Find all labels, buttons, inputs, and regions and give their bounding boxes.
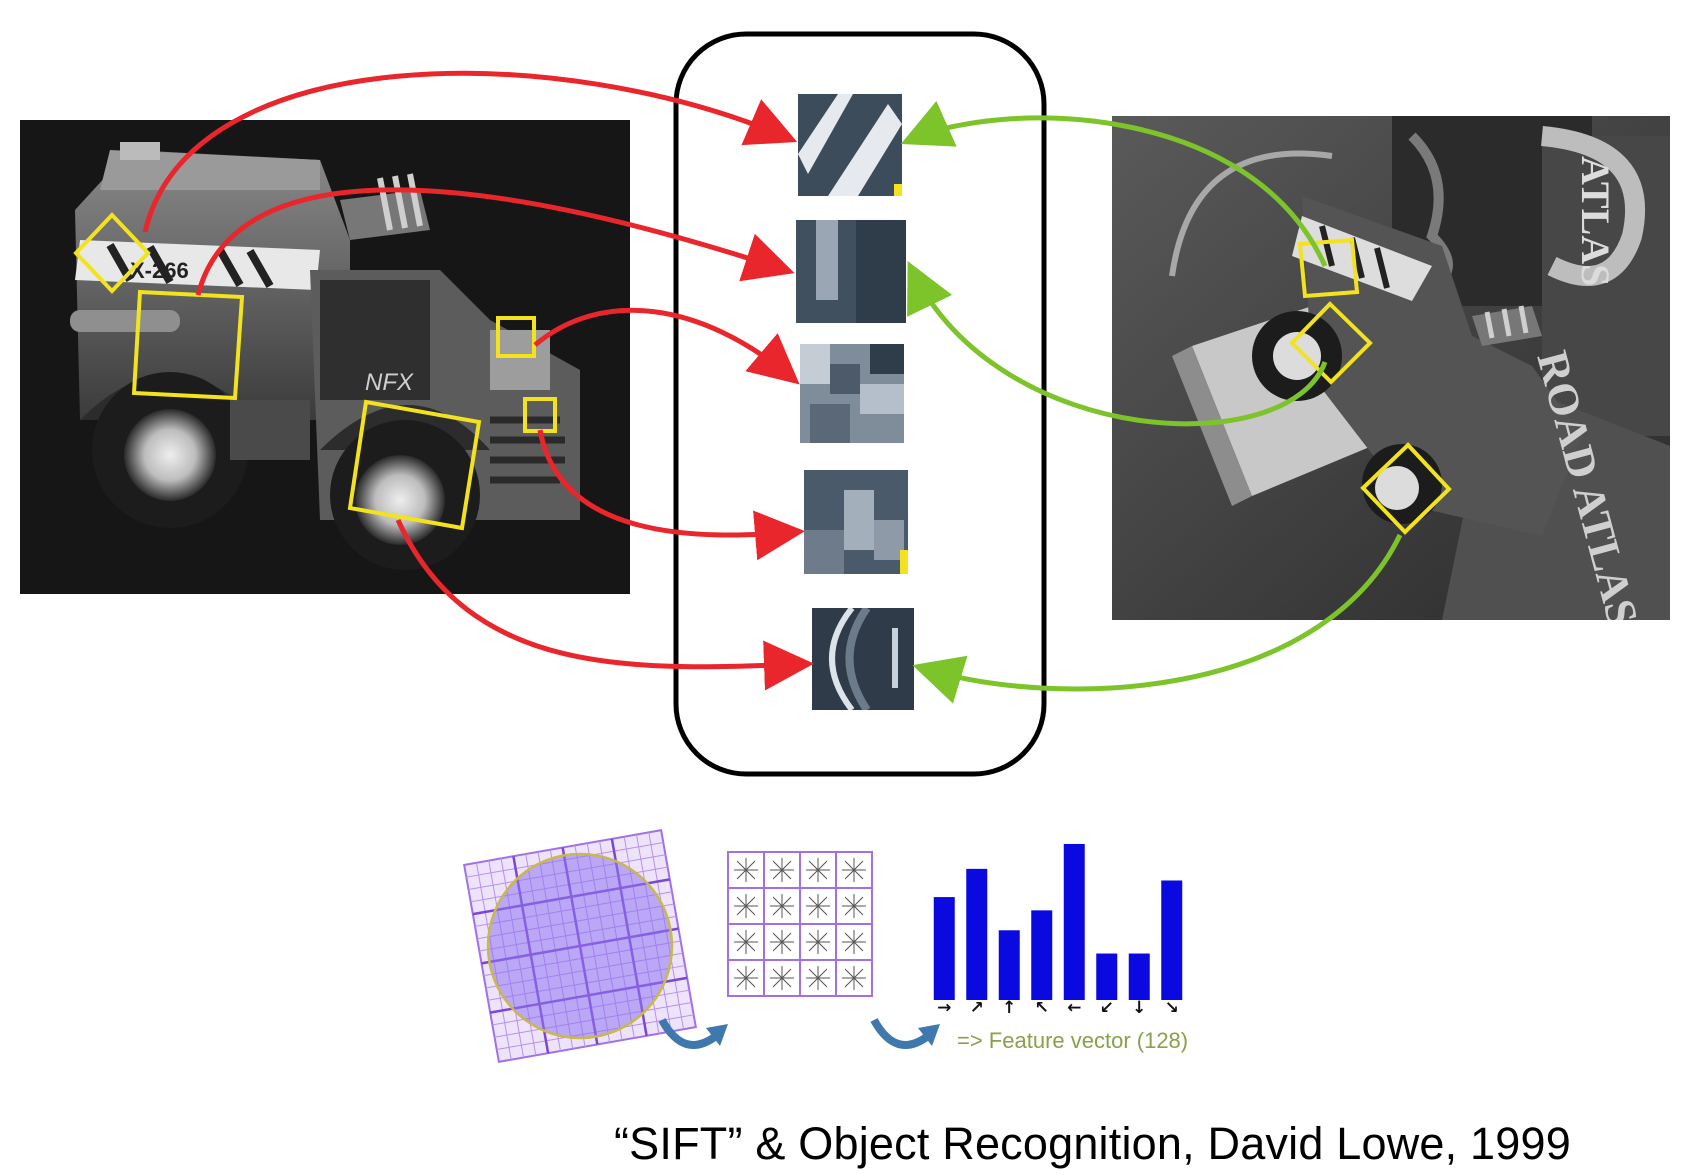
direction-arrow-2-icon: ↗ — [969, 998, 984, 1018]
direction-arrow-6-icon: ↙ — [1099, 998, 1114, 1018]
direction-arrow-4-icon: ↖ — [1034, 998, 1049, 1018]
direction-arrow-7-icon: ↓ — [1132, 998, 1147, 1018]
histogram-bar-3 — [998, 930, 1020, 1000]
histogram-bar-6 — [1096, 953, 1118, 1000]
patch-2 — [796, 220, 906, 323]
direction-arrow-3-icon: ↑ — [1002, 998, 1017, 1018]
keypoint-box-c — [1360, 442, 1452, 535]
green-arrow-2 — [907, 261, 1328, 427]
red-arrow-5 — [395, 518, 814, 691]
keypoint-box-3 — [496, 316, 536, 358]
red-arrow-2 — [195, 187, 795, 296]
training-image: NFX X-266 — [20, 120, 630, 594]
toy-truck-illustration: NFX X-266 — [20, 120, 630, 594]
match-arrows — [142, 70, 1403, 704]
patch-4 — [804, 470, 908, 574]
histogram-bar-4 — [1031, 910, 1053, 1000]
keypoint-box-5 — [347, 399, 482, 531]
feature-vector-label: => Feature vector (128) — [957, 1028, 1189, 1053]
gradient-sample-grid — [462, 828, 698, 1064]
keypoint-box-2 — [131, 289, 245, 401]
patch-5 — [812, 608, 914, 710]
flow-arrow-2 — [870, 1017, 940, 1049]
patch-container — [673, 31, 1047, 777]
histogram-bar-8 — [1161, 880, 1183, 1000]
test-image: ROAD ATLAS ATLAS — [1112, 116, 1670, 620]
keypoint-box-1 — [73, 212, 151, 294]
keypoint-box-a — [1297, 237, 1360, 299]
direction-arrow-row: → ↗ ↑ ↖ ← ↙ ↓ ↘ — [928, 998, 1188, 1024]
histogram-bar-1 — [933, 897, 955, 1000]
histogram-bar-5 — [1063, 843, 1085, 1000]
orientation-histogram-bars — [933, 843, 1183, 1000]
red-arrow-1 — [142, 70, 798, 233]
svg-text:ATLAS: ATLAS — [1573, 156, 1618, 286]
red-arrow-3 — [533, 307, 800, 385]
histogram-bar-2 — [966, 868, 988, 1000]
patch-1 — [798, 94, 902, 196]
green-arrow-3 — [912, 533, 1403, 704]
cluttered-scene-illustration: ROAD ATLAS ATLAS — [1112, 116, 1670, 620]
green-arrow-1 — [900, 100, 1328, 268]
caption: “SIFT” & Object Recognition, David Lowe,… — [614, 1118, 1571, 1169]
histogram-bar-7 — [1128, 953, 1150, 1000]
direction-arrow-8-icon: ↘ — [1164, 998, 1179, 1018]
direction-arrow-5-icon: ← — [1067, 998, 1082, 1018]
red-arrow-4 — [537, 429, 805, 561]
direction-arrow-1-icon: → — [937, 998, 952, 1018]
flow-arrow-1 — [658, 1017, 728, 1049]
svg-text:NFX: NFX — [365, 369, 414, 396]
patch-3 — [800, 344, 904, 443]
orientation-histogram-grid — [727, 851, 873, 997]
keypoint-box-b — [1289, 301, 1373, 385]
